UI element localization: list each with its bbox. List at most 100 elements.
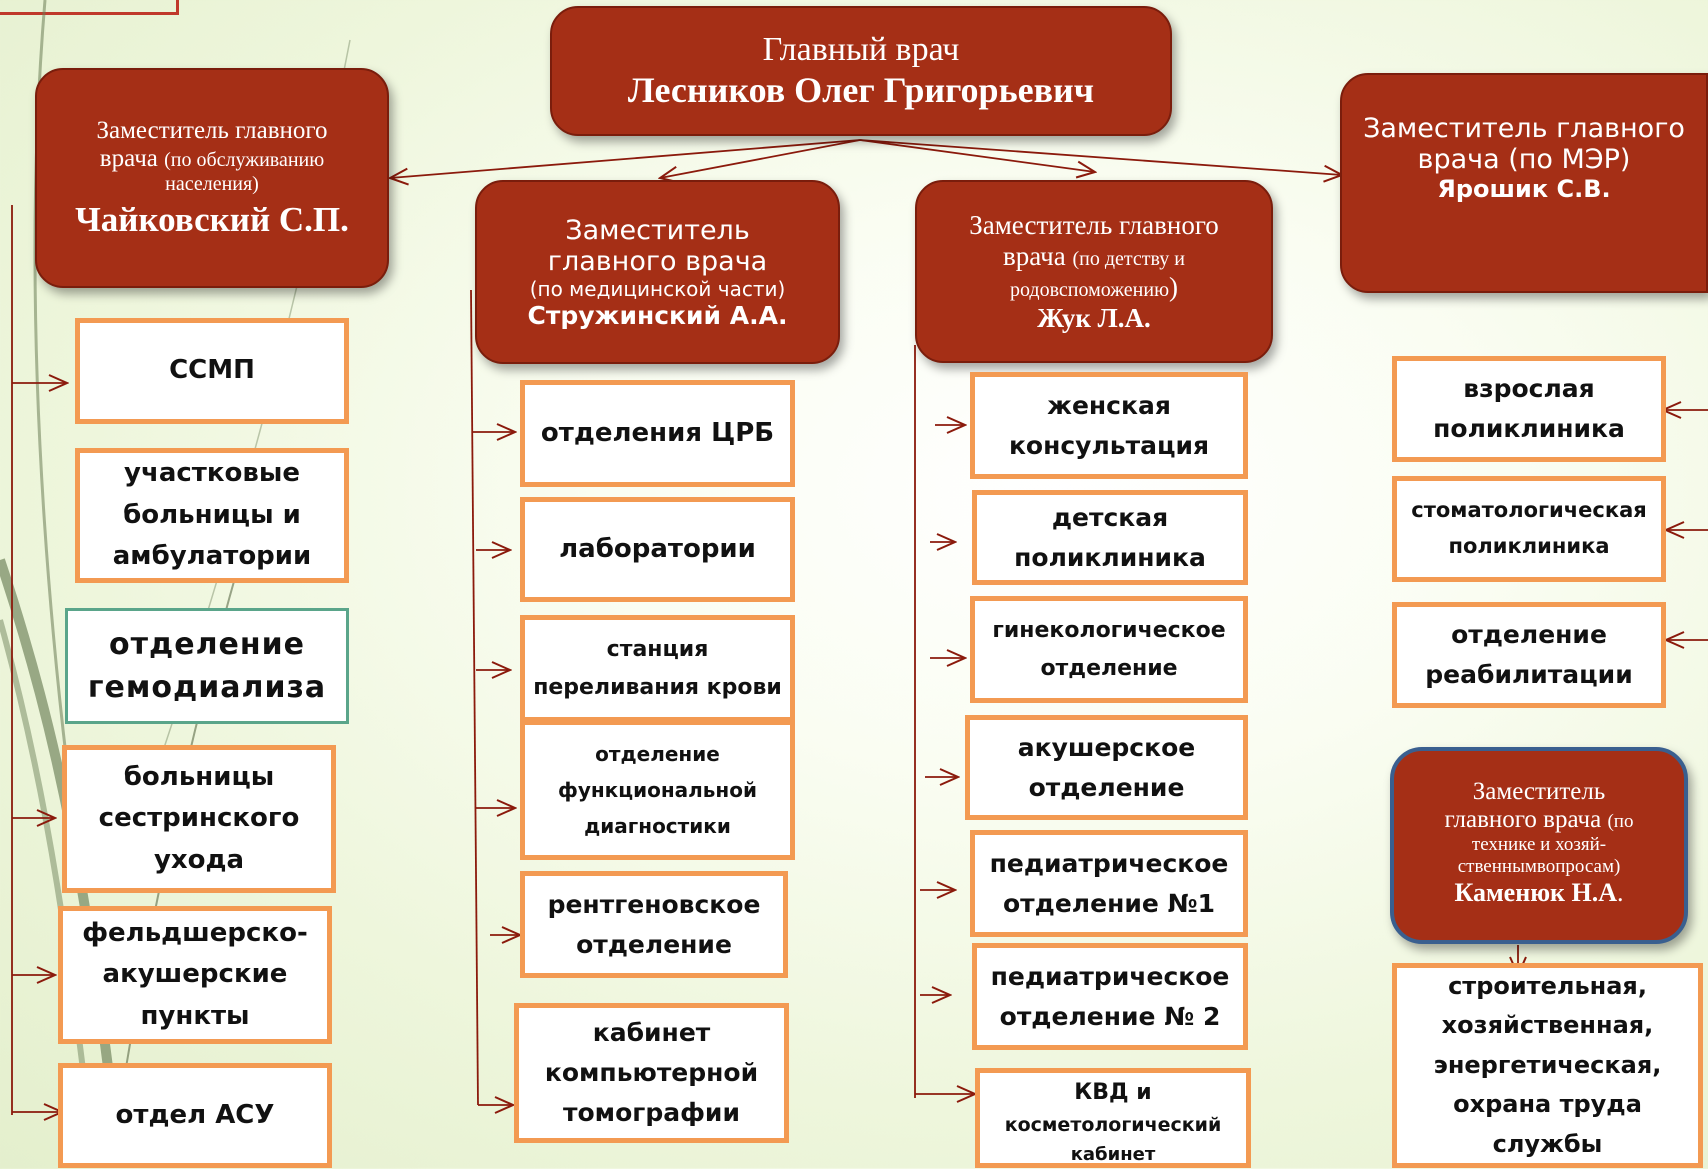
unit-line: кабинет [592,1018,711,1047]
unit-adult-polyclinic: взрослая поликлиника [1392,356,1666,462]
unit-feldsher-points: фельдшерско- акушерские пункты [58,906,332,1044]
unit-line: КВД и [1074,1080,1152,1105]
unit-line: отдел АСУ [115,1099,275,1130]
unit-line: отделение [576,929,732,959]
deputy-medical-name: Стружинский А.А. [527,300,788,330]
deputy-medical-line1: Заместитель [565,214,750,246]
deputy-mer-line1: Заместитель главного [1363,113,1685,144]
chief-box: Главный врач Лесников Олег Григорьевич [550,6,1172,136]
unit-line: ухода [153,844,245,875]
deputy-mer-line2: врача (по МЭР) [1417,144,1631,175]
unit-line: акушерские [102,959,288,990]
unit-line: отделение [109,626,305,662]
unit-line: станция [606,637,709,663]
unit-line: косметологический [1004,1114,1222,1137]
unit-gynecology: гинекологическое отделение [970,596,1248,703]
unit-xray: рентгеновское отделение [520,871,788,978]
unit-line: энергетическая, [1433,1050,1662,1079]
unit-line: стоматологическая [1411,498,1647,523]
unit-line: больницы и [123,499,301,530]
unit-line: отделение [1040,655,1178,681]
unit-pediatrics-1: педиатрическое отделение №1 [970,830,1248,937]
unit-line: детская [1051,502,1169,532]
deputy-service-name: Чайковский С.П. [75,199,349,239]
unit-line: отделение [1028,772,1185,802]
unit-line: фельдшерско- [82,917,308,948]
deputy-service-box: Заместитель главного врача (по обслужива… [35,68,389,288]
unit-line: отделение [595,742,720,766]
unit-line: акушерское [1017,732,1196,762]
deputy-technical-dot: . [1617,877,1624,907]
unit-line: охрана труда [1453,1090,1642,1119]
deputy-childhood-line1: Заместитель главного [969,209,1219,240]
unit-ssmp: ССМП [75,318,349,424]
unit-line: участковые [124,458,300,489]
deputy-service-line3: населения) [165,172,259,195]
unit-line: томографии [563,1098,740,1127]
deputy-technical-line1: Заместитель [1472,777,1606,805]
unit-line: гемодиализа [87,670,327,705]
deputy-childhood-line3a: родовспоможению [1009,278,1170,301]
deputy-service-line2: врача (по обслуживанию [100,145,324,173]
unit-line: строительная, [1448,971,1647,1000]
unit-line: педиатрическое [989,848,1229,878]
deputy-medical-line2: главного врача [547,245,768,277]
deputy-mer-box: Заместитель главного врача (по МЭР) Ярош… [1340,73,1708,293]
deputy-childhood-line2a: врача [1003,240,1066,271]
deputy-technical-line2a: главного врача [1444,805,1602,833]
unit-functional-diagnostics: отделение функциональной диагностики [520,720,795,860]
deputy-childhood-line2b: (по детству и [1072,247,1185,270]
unit-line: кабинет [1070,1143,1156,1165]
unit-line: женская [1047,390,1171,420]
unit-line: пункты [140,1000,250,1031]
unit-laboratories: лаборатории [520,497,795,602]
unit-nursing-hospitals: больницы сестринского ухода [62,745,336,893]
deputy-mer-name: Ярошик С.В. [1437,175,1611,203]
unit-line: рентгеновское [547,889,761,919]
unit-line: отделение №1 [1003,888,1215,918]
unit-childrens-polyclinic: детская поликлиника [972,490,1248,585]
chief-connectors [390,139,1342,178]
deputy-service-line2b: (по обслуживанию [164,148,325,171]
unit-womens-consultation: женская консультация [970,372,1248,479]
deputy-childhood-line3b: ) [1169,271,1179,302]
unit-line: отделения ЦРБ [540,417,775,448]
deputy-childhood-line2: врача (по детству и [1003,241,1185,272]
unit-obstetrics: акушерское отделение [965,715,1248,820]
unit-line: взрослая [1463,374,1595,403]
unit-line: гинекологическое [992,618,1226,644]
deputy-medical-box: Заместитель главного врача (по медицинск… [475,180,840,364]
unit-line: амбулатории [112,541,312,572]
deputy-technical-name: Каменюк Н.А [1454,877,1618,907]
unit-rehabilitation: отделение реабилитации [1392,602,1666,708]
unit-blood-station: станция переливания крови [520,615,795,722]
deputy-service-line2a: врача [99,144,158,172]
unit-ct-room: кабинет компьютерной томографии [514,1003,789,1143]
unit-district-hospitals: участковые больницы и амбулатории [75,448,349,583]
deputy-childhood-name: Жук Л.А. [1037,302,1151,333]
col2-connectors [470,289,520,1105]
deputy-technical-name-row: Каменюк Н.А. [1454,878,1623,908]
deputy-childhood-box: Заместитель главного врача (по детству и… [915,180,1273,363]
corner-tag [0,0,179,15]
unit-dental-polyclinic: стоматологическая поликлиника [1392,476,1666,582]
unit-line: педиатрическое [990,961,1230,991]
deputy-childhood-line3: родовспоможению) [1010,272,1178,303]
deputy-technical-line2: главного врача (по [1445,806,1634,834]
deputy-technical-line2b: (по [1607,810,1634,832]
unit-line: консультация [1008,430,1210,460]
unit-line: поликлиника [1448,534,1610,558]
unit-line: переливания крови [533,674,782,700]
deputy-technical-line4: ственнымвопросам) [1457,855,1621,877]
chief-title: Главный врач [762,31,960,68]
unit-line: диагностики [584,814,731,838]
deputy-medical-line3: (по медицинской части) [529,276,786,301]
unit-line: компьютерной [544,1058,759,1087]
deputy-technical-line3: технике и хозяй- [1471,833,1607,855]
unit-line: больницы [123,761,275,792]
unit-line: функциональной [557,778,758,802]
unit-line: сестринского [98,803,300,834]
unit-line: поликлиника [1014,542,1206,572]
unit-hemodialysis: отделение гемодиализа [65,608,349,724]
